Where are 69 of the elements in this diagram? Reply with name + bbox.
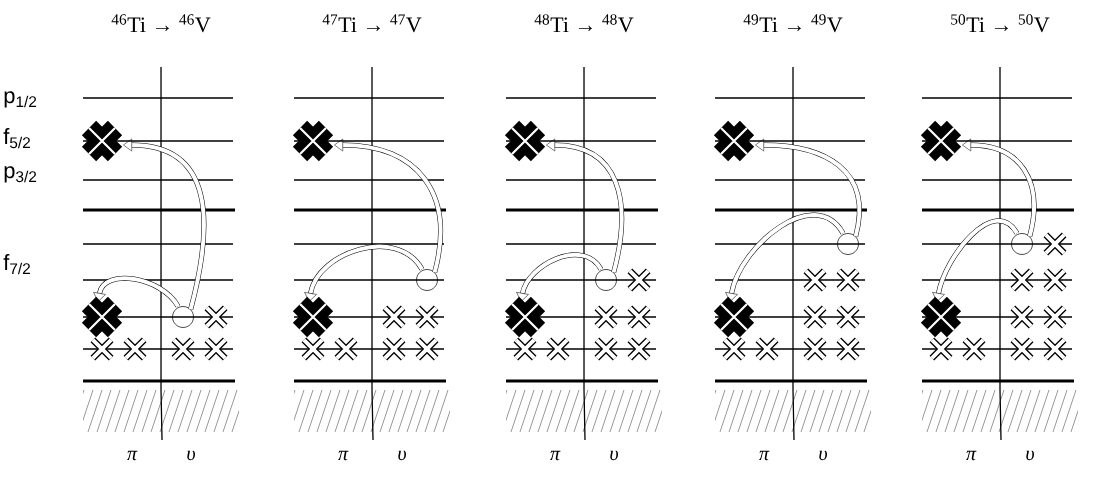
- neutron-symbol: υ: [398, 450, 406, 461]
- cross-mark: [414, 304, 440, 330]
- reaction-title: $^{50}$Ti → $^{50}$V: [951, 14, 1050, 33]
- cross-mark: [961, 336, 987, 362]
- cross-mark: [1042, 267, 1068, 293]
- proton-symbol: π: [127, 450, 138, 461]
- cross-mark: [333, 336, 359, 362]
- cross-mark: [835, 267, 861, 293]
- cross-mark: [89, 336, 115, 362]
- transition-arrow: [932, 218, 1019, 302]
- reaction-title: $^{48}$Ti → $^{48}$V: [534, 14, 634, 33]
- cross-mark: [1042, 231, 1068, 257]
- cross-mark: [122, 336, 148, 362]
- transition-arrow: [516, 252, 603, 302]
- hole-circle: [837, 233, 859, 255]
- cross-mark: [754, 336, 780, 362]
- cross-mark: [300, 336, 326, 362]
- cross-mark: [593, 304, 619, 330]
- cross-mark: [802, 336, 828, 362]
- hole-circle: [595, 269, 617, 291]
- neutron-symbol: υ: [819, 450, 827, 461]
- cross-mark: [928, 336, 954, 362]
- cross-mark: [203, 336, 229, 362]
- reaction-title: $^{46}$Ti → $^{46}$V: [111, 14, 211, 33]
- transition-arrow: [962, 138, 1037, 237]
- proton-symbol: π: [966, 450, 977, 461]
- neutron-symbol: υ: [610, 450, 618, 461]
- cross-mark: [1042, 304, 1068, 330]
- cross-mark: [1042, 336, 1068, 362]
- cross-mark: [1009, 304, 1035, 330]
- transition-arrow: [93, 275, 181, 308]
- cross-mark: [593, 336, 619, 362]
- reaction-title: $^{49}$Ti → $^{49}$V: [743, 14, 843, 33]
- cross-mark: [626, 304, 652, 330]
- cross-mark: [721, 336, 747, 362]
- cross-mark: [802, 267, 828, 293]
- proton-symbol: π: [759, 450, 770, 461]
- neutron-symbol: υ: [187, 450, 195, 461]
- cross-mark: [626, 267, 652, 293]
- transition-arrow: [334, 138, 443, 273]
- cross-mark: [835, 304, 861, 330]
- cross-mark: [381, 304, 407, 330]
- hole-circle: [1011, 233, 1033, 255]
- transition-arrow: [304, 244, 424, 302]
- proton-symbol: π: [338, 450, 349, 461]
- cross-mark: [545, 336, 571, 362]
- transition-arrow: [123, 138, 207, 310]
- cross-mark: [512, 336, 538, 362]
- hole-circle: [416, 269, 438, 291]
- proton-symbol: π: [550, 450, 561, 461]
- cross-mark: [835, 336, 861, 362]
- level-label: f$_{5/2}$: [3, 128, 30, 149]
- transition-arrow: [755, 138, 862, 237]
- cross-mark: [626, 336, 652, 362]
- level-label: f$_{7/2}$: [3, 254, 30, 275]
- transition-arrow: [546, 138, 625, 273]
- cross-mark: [1009, 336, 1035, 362]
- reaction-title: $^{47}$Ti → $^{47}$V: [322, 14, 422, 33]
- cross-mark: [414, 336, 440, 362]
- neutron-symbol: υ: [1026, 450, 1034, 461]
- cross-mark: [1009, 267, 1035, 293]
- cross-mark: [381, 336, 407, 362]
- level-label: p$_{3/2}$: [4, 166, 37, 183]
- hole-circle: [172, 306, 194, 328]
- transition-arrow: [725, 212, 845, 302]
- level-label: p$_{1/2}$: [4, 91, 37, 108]
- cross-mark: [203, 304, 229, 330]
- cross-mark: [170, 336, 196, 362]
- cross-mark: [802, 304, 828, 330]
